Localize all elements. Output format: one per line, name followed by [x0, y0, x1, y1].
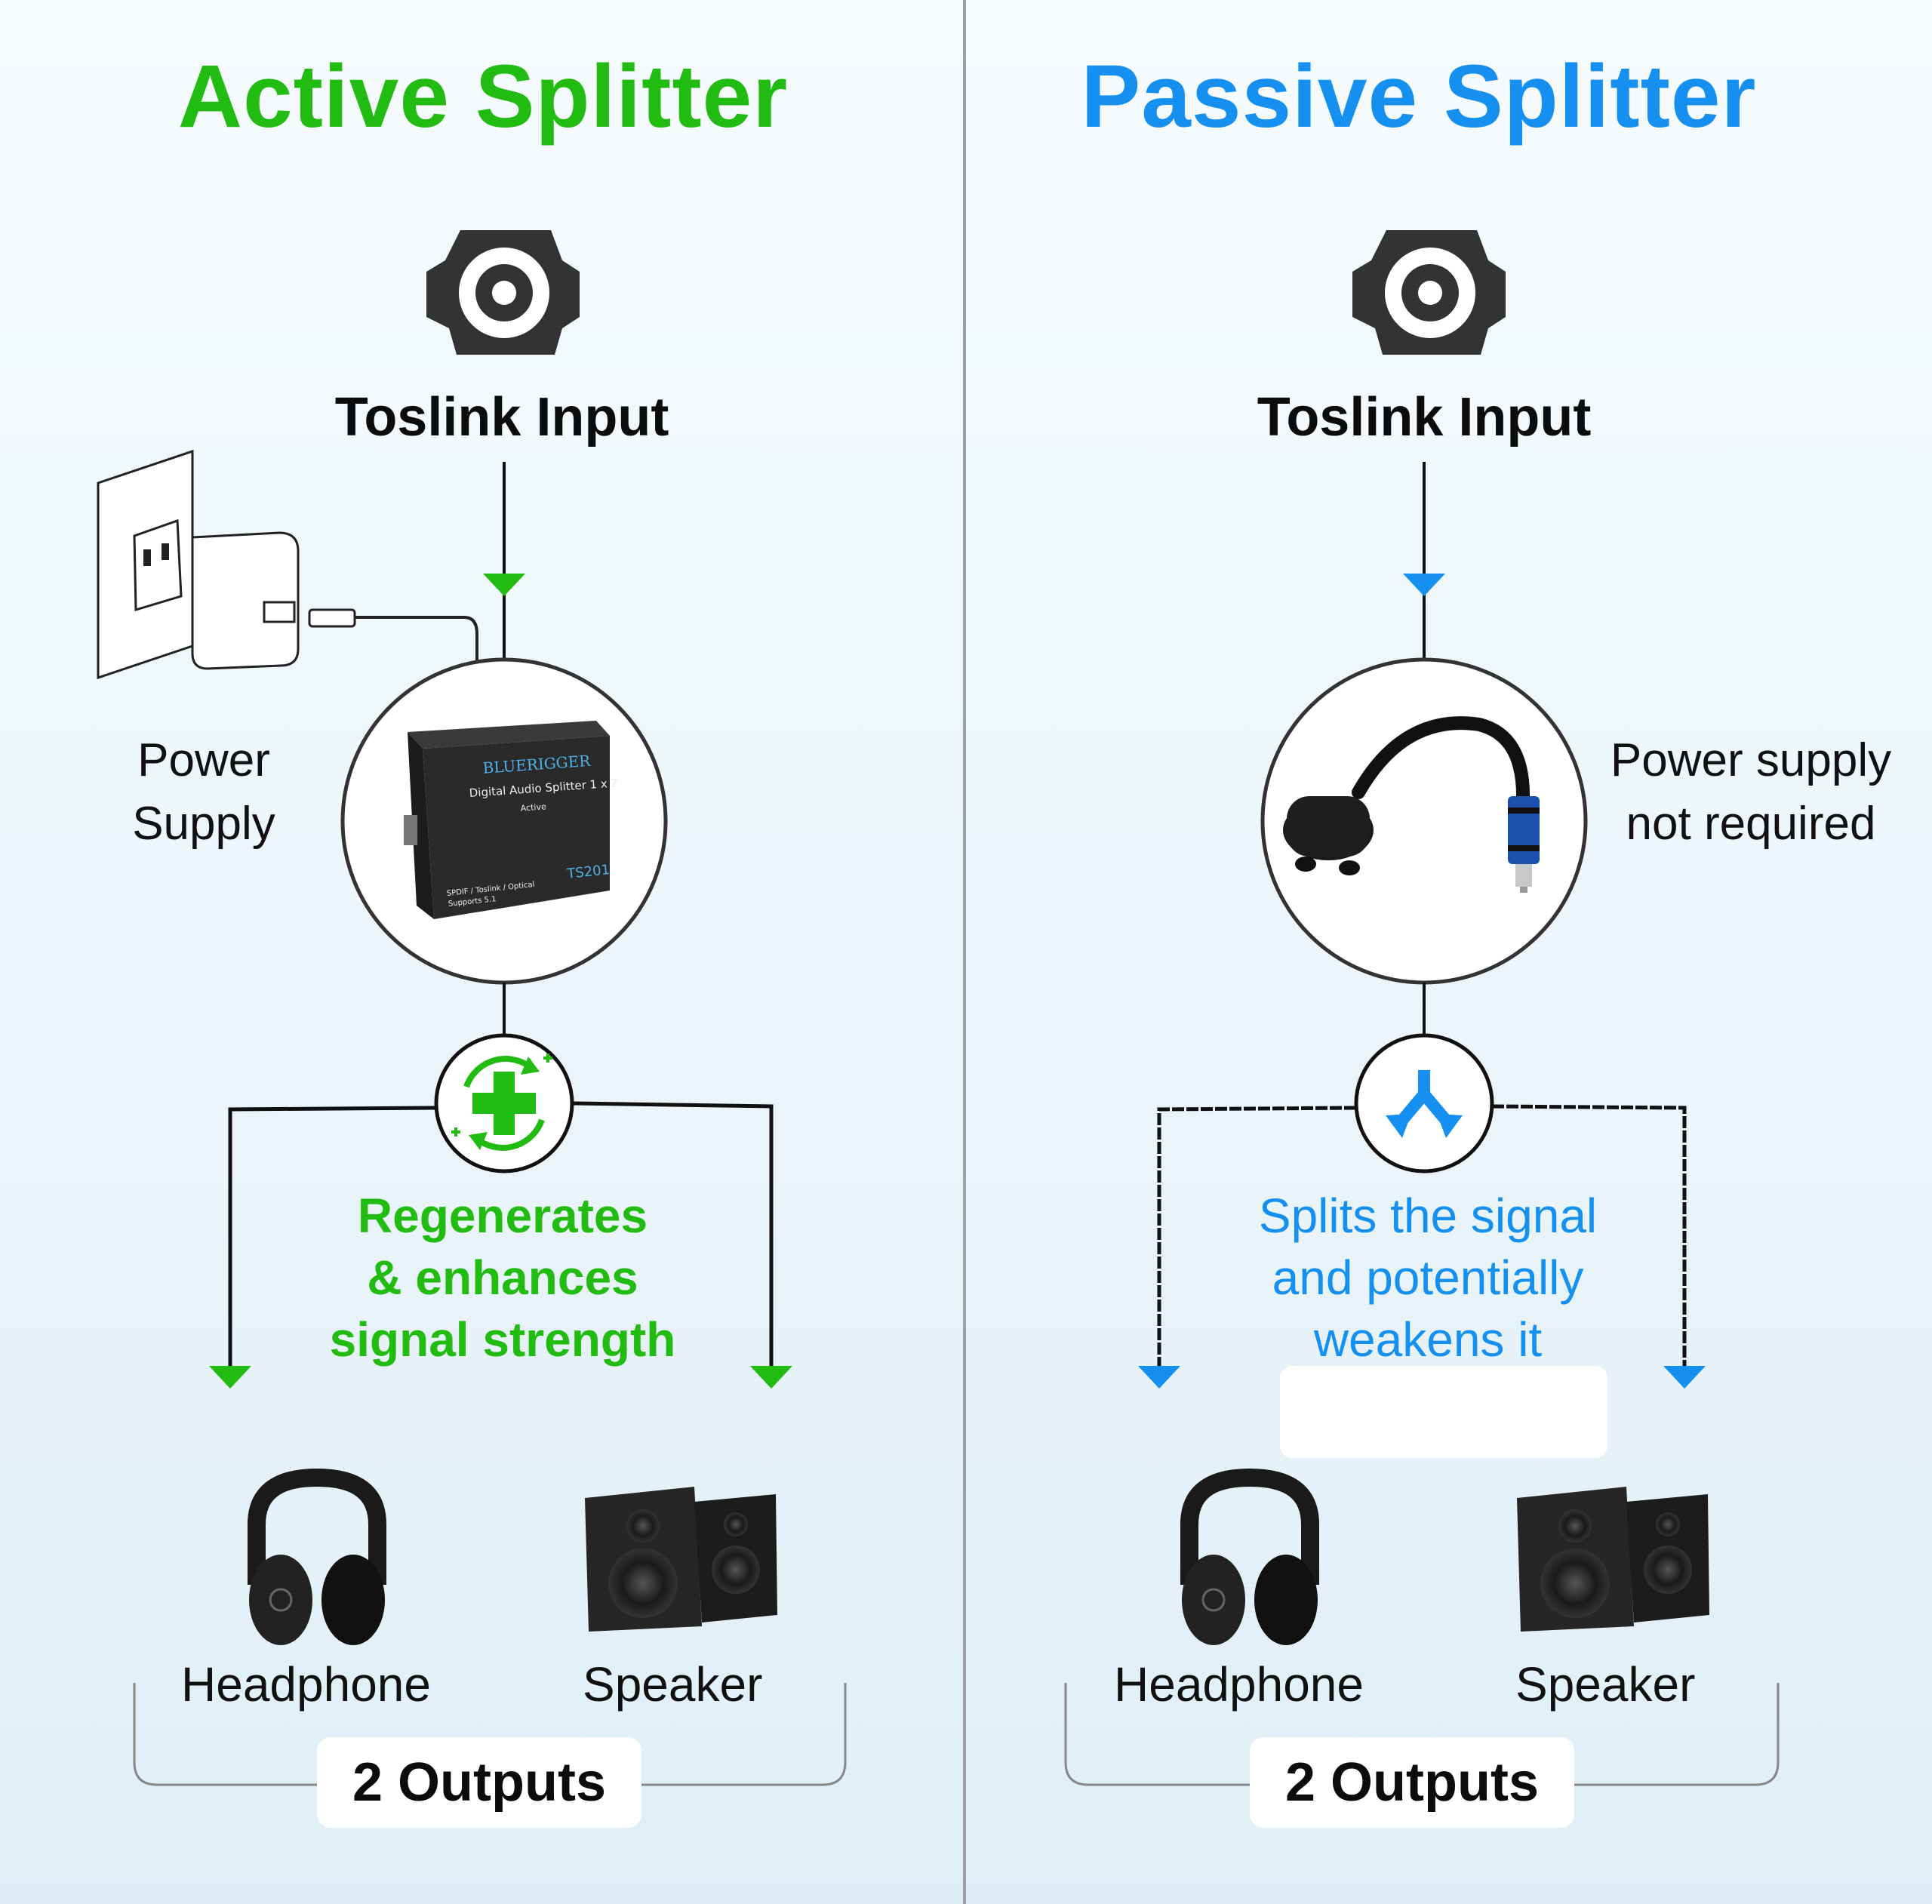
toslink-port-icon [426, 230, 580, 355]
passive-outputs-count: 2 Outputs [1250, 1737, 1574, 1828]
power-outlet-icon [97, 449, 194, 680]
passive-toslink-input-label: Toslink Input [1257, 387, 1592, 448]
passive-effect-text: Splits the signal and potentially weaken… [1258, 1189, 1598, 1367]
headphone-icon [1180, 1468, 1319, 1645]
speaker-icon [1517, 1487, 1709, 1632]
headphone-icon [248, 1468, 386, 1645]
active-speaker-label: Speaker [583, 1657, 763, 1712]
speaker-icon [585, 1487, 777, 1632]
svg-text:Active: Active [520, 801, 546, 813]
passive-power-label: Power supply not required [1610, 734, 1892, 850]
passive-speaker-label: Speaker [1515, 1657, 1696, 1712]
active-power-supply-label: Power Supply [132, 734, 275, 850]
active-outputs-count: 2 Outputs [317, 1737, 641, 1828]
y-cable-icon [1283, 716, 1540, 893]
passive-splitter-title: Passive Splitter [1081, 47, 1757, 146]
blank-label-box [1280, 1366, 1607, 1458]
active-toslink-input-label: Toslink Input [334, 387, 669, 448]
active-effect-text: Regenerates & enhances signal strength [329, 1189, 676, 1367]
toslink-port-icon [1352, 230, 1506, 355]
signal-boost-icon [451, 1054, 552, 1151]
active-splitter-title: Active Splitter [177, 47, 789, 146]
passive-headphone-label: Headphone [1114, 1657, 1364, 1712]
active-splitter-device: BLUERIGGER Digital Audio Splitter 1 x 2 … [404, 721, 619, 919]
split-arrows-icon [1386, 1070, 1463, 1138]
center-divider [963, 0, 966, 1904]
active-headphone-label: Headphone [181, 1657, 431, 1712]
